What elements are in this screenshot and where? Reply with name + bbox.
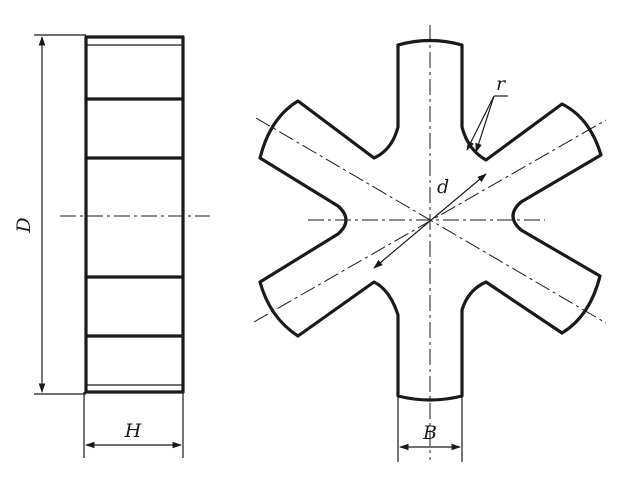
label-height: H	[124, 420, 142, 442]
side-view: D H	[13, 34, 210, 458]
dimension-d-hub: d	[373, 173, 487, 269]
side-view-outline	[84, 35, 185, 394]
label-fillet-radius: r	[496, 73, 507, 95]
dimension-r: r	[466, 73, 508, 153]
dimension-d-outer: D	[13, 34, 86, 395]
label-hub-diameter: d	[437, 176, 449, 198]
dimension-b: B	[397, 396, 463, 462]
front-view: d r B	[253, 25, 607, 462]
front-view-centerlines	[253, 25, 607, 460]
label-diameter-outer: D	[13, 217, 35, 233]
blade-edge-lines	[84, 44, 185, 386]
dimension-h: H	[83, 392, 184, 458]
label-blade-width: B	[422, 422, 437, 444]
